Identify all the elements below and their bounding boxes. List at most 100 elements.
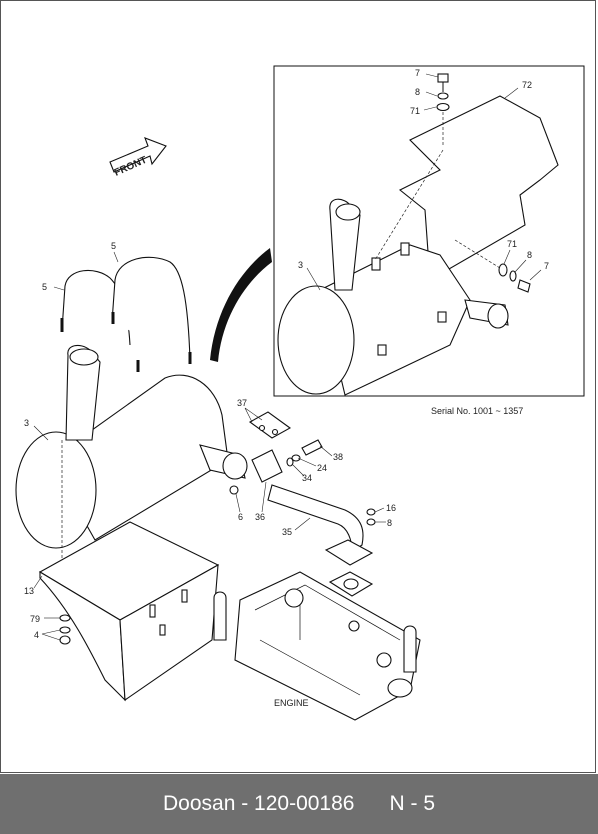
nut-34 xyxy=(286,457,294,467)
leader-24 xyxy=(297,457,317,467)
inset-boss-1 xyxy=(371,257,381,271)
inset-washer-71-right xyxy=(498,263,508,277)
callout-34: 34 xyxy=(302,473,312,483)
engine-lift-eye-left xyxy=(213,591,227,641)
bracket-13-side xyxy=(39,571,126,702)
engine-lift-eye-right xyxy=(403,625,417,673)
nut-4 xyxy=(59,635,71,645)
nut-16 xyxy=(366,508,376,516)
callout-13: 13 xyxy=(24,586,34,596)
inset-outlet-stack xyxy=(329,198,361,291)
inset-inlet-opening xyxy=(487,303,509,329)
leader-5-left xyxy=(53,286,65,291)
inset-frame xyxy=(273,65,585,397)
callout-71-right: 71 xyxy=(507,239,517,249)
engine-block xyxy=(234,571,421,721)
callout-6: 6 xyxy=(238,512,243,522)
leader-8-top xyxy=(425,91,438,97)
leader-37 xyxy=(244,407,263,423)
inset-link-curve xyxy=(210,248,272,362)
callout-7-right: 7 xyxy=(544,261,549,271)
callout-71-top: 71 xyxy=(410,106,420,116)
leader-3-main xyxy=(33,425,49,441)
inset-boss-2 xyxy=(400,242,410,256)
muffler-inlet-opening xyxy=(222,452,248,480)
inset-boss-3 xyxy=(377,344,387,356)
inset-muffler-body xyxy=(319,244,471,396)
callout-7-top: 7 xyxy=(415,68,420,78)
inset-boss-4 xyxy=(437,311,447,323)
muffler-outlet-opening xyxy=(69,348,99,366)
callout-8-top: 8 xyxy=(415,87,420,97)
washer-8-pipe xyxy=(366,518,376,526)
footer-gap xyxy=(354,792,389,816)
inset-muffler-end xyxy=(277,285,355,395)
engine-fuel-cap xyxy=(284,588,304,608)
leader-7-right xyxy=(529,269,542,281)
muffler-end-cap xyxy=(15,431,97,549)
u-bolt-5-b xyxy=(111,256,191,361)
clamp-hole-2 xyxy=(271,428,279,436)
front-arrow-icon xyxy=(109,137,167,173)
callout-3-main: 3 xyxy=(24,418,29,428)
bracket-stud-2 xyxy=(181,589,188,603)
pipe-flange xyxy=(324,539,374,566)
leader-38 xyxy=(319,445,333,457)
callout-8-right: 8 xyxy=(527,250,532,260)
leader-13 xyxy=(33,575,43,589)
inset-bolt-7-right xyxy=(517,279,531,293)
callout-35: 35 xyxy=(282,527,292,537)
nut-6 xyxy=(229,485,239,495)
callout-37: 37 xyxy=(237,398,247,408)
callout-4: 4 xyxy=(34,630,39,640)
leader-5-top xyxy=(113,251,119,263)
inset-bolt-head-7 xyxy=(437,73,449,83)
leader-72 xyxy=(504,87,519,99)
leader-3-inset xyxy=(306,267,321,291)
leader-4 xyxy=(41,629,61,641)
leader-8-right xyxy=(514,259,527,273)
inset-washer-8-right xyxy=(509,270,517,282)
callout-5-top: 5 xyxy=(111,241,116,251)
leader-71-right xyxy=(503,249,511,265)
inset-washer-8 xyxy=(437,92,449,100)
footer-brand: Doosan xyxy=(162,792,236,815)
clamp-36-plate xyxy=(251,449,283,483)
callout-24: 24 xyxy=(317,463,327,473)
inset-bolt-guide-right xyxy=(454,239,501,269)
callout-38: 38 xyxy=(333,452,343,462)
bolt-38 xyxy=(301,439,323,456)
bracket-13-front xyxy=(119,564,219,702)
leader-34 xyxy=(291,463,305,477)
washer-79 xyxy=(59,614,71,622)
leader-7-top xyxy=(425,73,439,78)
exploded-parts-diagram: 7 8 71 72 71 8 7 3 Serial No. 1001 ~ 135… xyxy=(15,65,585,721)
callout-3-inset: 3 xyxy=(298,260,303,270)
footer-bar: Doosan - 120-00186 N - 5 xyxy=(0,774,598,834)
washer-4 xyxy=(59,626,71,634)
leader-71-top xyxy=(423,106,437,111)
engine-pulley xyxy=(387,678,413,698)
engine-label: ENGINE xyxy=(274,698,309,708)
callout-16: 16 xyxy=(386,503,396,513)
callout-79: 79 xyxy=(30,614,40,624)
leader-16 xyxy=(374,507,385,513)
bracket-stud-3 xyxy=(159,624,166,636)
inset-caption: Serial No. 1001 ~ 1357 xyxy=(431,406,523,416)
callout-72: 72 xyxy=(522,80,532,90)
leader-35 xyxy=(294,517,311,531)
engine-port xyxy=(348,620,360,632)
callout-8-pipe: 8 xyxy=(387,518,392,528)
heat-shield-fold xyxy=(409,139,541,196)
heat-shield-72 xyxy=(398,95,559,281)
footer-sep: - xyxy=(235,792,255,815)
leader-36 xyxy=(261,481,267,513)
inset-bolt-guide-diag xyxy=(374,149,444,261)
callout-36: 36 xyxy=(255,512,265,522)
engine-oil-cap xyxy=(376,652,392,668)
bracket-stud-1 xyxy=(149,604,156,618)
inset-outlet-opening xyxy=(335,203,361,221)
clamp-hole-1 xyxy=(258,424,266,432)
callout-5-left: 5 xyxy=(42,282,47,292)
page-frame xyxy=(0,0,596,773)
